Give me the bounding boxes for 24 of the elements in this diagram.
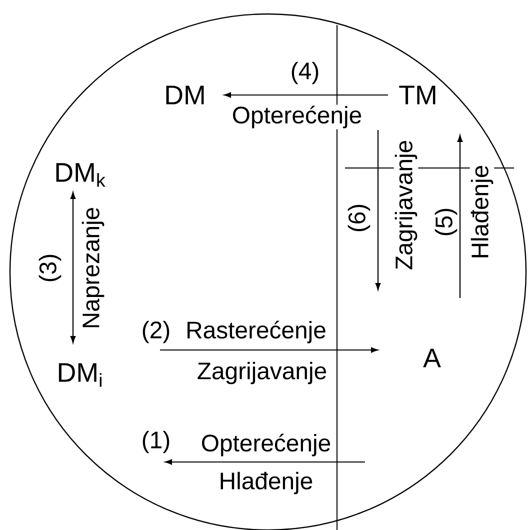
state-label: DM$_{i}$	[58, 363, 102, 387]
arrow-label: Opterećenje	[200, 432, 332, 458]
arrow	[375, 130, 381, 290]
arrow-label: Hlađenje	[218, 470, 314, 496]
edge-label: (4)	[289, 60, 321, 86]
edge-label: (2)	[140, 320, 172, 344]
arrow-label: Hlađenje	[470, 164, 494, 260]
state-label: DM	[166, 86, 204, 104]
arrow	[224, 92, 388, 98]
arrow	[70, 192, 76, 344]
edge-label: (5)	[434, 206, 458, 238]
arrow-label: Naprezanje	[80, 206, 106, 330]
state-label: A	[423, 348, 441, 368]
arrow	[457, 134, 463, 298]
arrow	[160, 347, 378, 353]
state-label: DM$_{k}$	[56, 163, 106, 187]
arrow-label: Zagrijavanje	[196, 360, 328, 386]
arrow-label: Opterećenje	[230, 104, 364, 130]
state-label: TM	[399, 86, 436, 104]
arrow-label: (1)	[140, 430, 172, 454]
arrow-label: Zagrijavanje	[394, 138, 418, 272]
edge-label: (3)	[38, 252, 62, 284]
edge-label: (6)	[346, 202, 372, 234]
arrow-label: Rasterećenje	[184, 320, 328, 344]
